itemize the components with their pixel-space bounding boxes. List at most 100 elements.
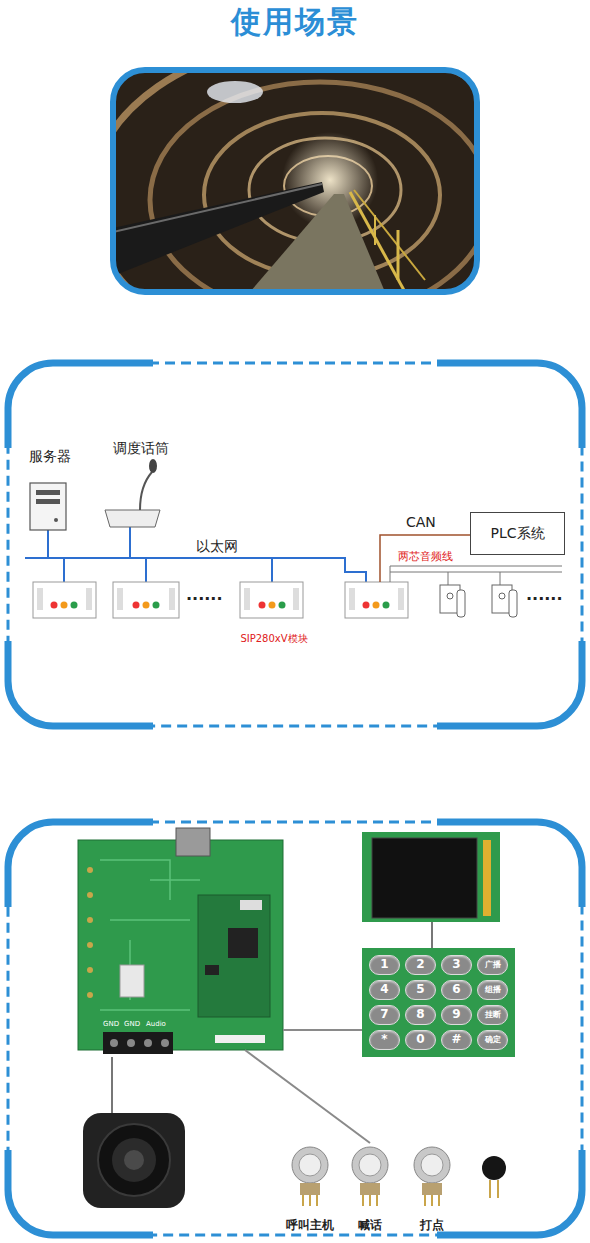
pcb-trace (100, 860, 200, 1010)
microphone-capsule (482, 1156, 506, 1180)
terminal-screw (161, 1039, 169, 1047)
can-wire (380, 535, 470, 582)
silkscreen-label: Audio (146, 1020, 166, 1028)
node-label: 打点 (420, 1219, 444, 1233)
button-head (352, 1147, 388, 1183)
module-vent (169, 588, 175, 610)
node-label: 喊话 (358, 1219, 382, 1233)
push-button: 喊话 (340, 1143, 400, 1233)
tunnel-rib (113, 70, 477, 292)
processor-chip (228, 928, 258, 958)
plc-box: PLC系统 (470, 512, 565, 555)
audio-wire (390, 566, 391, 582)
ellipsis-mark: ...... (186, 586, 222, 604)
key-label: 8 (405, 1005, 436, 1025)
module-led (259, 602, 266, 609)
module-vent (244, 588, 250, 610)
key-label: 确定 (477, 1030, 508, 1050)
server-led (54, 518, 58, 522)
audio-wire (390, 566, 562, 567)
module-box (33, 582, 96, 618)
core-module (198, 895, 270, 1017)
button-head (292, 1147, 328, 1183)
ethernet-drop (63, 558, 65, 582)
module-box (240, 582, 303, 618)
module-led (71, 602, 78, 609)
phone-speaker (447, 593, 453, 599)
pcb-pad (87, 942, 93, 948)
tunnel-photo (113, 70, 477, 292)
module-led (153, 602, 160, 609)
pcb-pad (87, 967, 93, 973)
photo-frame (113, 70, 477, 292)
node-label: PLC系统 (490, 525, 544, 541)
mic-gooseneck (140, 472, 152, 510)
key-label: 组播 (477, 980, 508, 1000)
key-label: # (441, 1030, 472, 1050)
mic-base (105, 510, 160, 527)
sip-module-node: SIP280xV模块 (226, 580, 322, 644)
conveyor-edge (113, 184, 322, 232)
mic-head (149, 459, 157, 473)
module-led (383, 602, 390, 609)
ceiling-lamp (207, 81, 263, 103)
key-label: 9 (441, 1005, 472, 1025)
walkway (250, 194, 385, 292)
relay (120, 965, 144, 997)
module-vent (398, 588, 404, 610)
server-slot (36, 490, 60, 495)
button-cap (359, 1154, 381, 1176)
button-body (360, 1183, 380, 1195)
node-label: 呼叫主机 (286, 1219, 334, 1233)
bus-label: CAN (406, 514, 436, 530)
lcd-board (362, 832, 500, 922)
pcb-board-shape (78, 840, 283, 1050)
dashed-frame (8, 363, 582, 726)
module-vent (117, 588, 123, 610)
key-label: 4 (369, 980, 400, 1000)
button-pins (303, 1195, 317, 1206)
ethernet-port (176, 828, 210, 856)
speaker-wire (111, 1057, 113, 1113)
button-head (414, 1147, 450, 1183)
pcb-pad (87, 867, 93, 873)
key-label: 5 (405, 980, 436, 1000)
module-led (279, 602, 286, 609)
pcb-board: GNDGNDAudio (78, 840, 283, 1050)
terminal-screw (144, 1039, 152, 1047)
push-button: 打点 (402, 1143, 462, 1233)
silkscreen-label: GND (103, 1020, 119, 1028)
railing (354, 190, 425, 280)
railing (350, 192, 405, 292)
ethernet-drop (129, 527, 131, 558)
pcb-pad (87, 917, 93, 923)
speaker-cone (98, 1124, 170, 1196)
key-label: * (369, 1030, 400, 1050)
terminal-screw (110, 1039, 118, 1047)
lcd-cable (431, 922, 433, 948)
ethernet-drop (271, 558, 273, 582)
ethernet-bus (25, 558, 366, 582)
keypad: 123广播456组播789挂断*0#确定 (362, 948, 515, 1057)
push-button: 呼叫主机 (280, 1143, 340, 1233)
button-pins (425, 1195, 439, 1206)
crystal (240, 900, 262, 910)
pin-header (215, 1035, 265, 1043)
frame-corner (8, 363, 153, 448)
button-cap (299, 1154, 321, 1176)
module-led (133, 602, 140, 609)
speaker-dust-cap (124, 1150, 144, 1170)
ethernet-drop (47, 530, 49, 558)
key-label: 3 (441, 955, 472, 975)
microphone-pins (490, 1180, 498, 1198)
frame-corner (437, 641, 582, 726)
module-led (363, 602, 370, 609)
lcd-connector (483, 840, 491, 916)
pcb-pad (87, 892, 93, 898)
lcd-screen (372, 838, 477, 918)
frame-corner (8, 641, 153, 726)
module-led (143, 602, 150, 609)
page-title: 使用场景 (0, 2, 590, 43)
